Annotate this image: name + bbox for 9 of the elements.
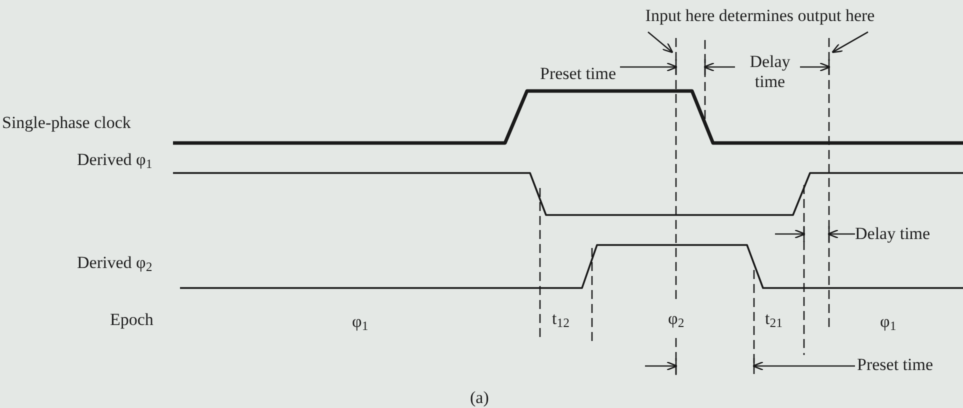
signal-name: Derived φ$_{1}$	[77, 150, 152, 170]
signal-name: Derived φ$_{2}$	[77, 253, 152, 273]
signal-name: Single-phase clock	[2, 113, 131, 133]
row-label: Epoch	[110, 310, 154, 330]
figure-label: (a)	[470, 388, 489, 408]
annotation-text: Input here determines output here	[645, 6, 875, 26]
leader-arrow	[648, 32, 674, 54]
dimension-label: Delay time	[855, 224, 930, 244]
leader-arrow	[831, 31, 868, 54]
